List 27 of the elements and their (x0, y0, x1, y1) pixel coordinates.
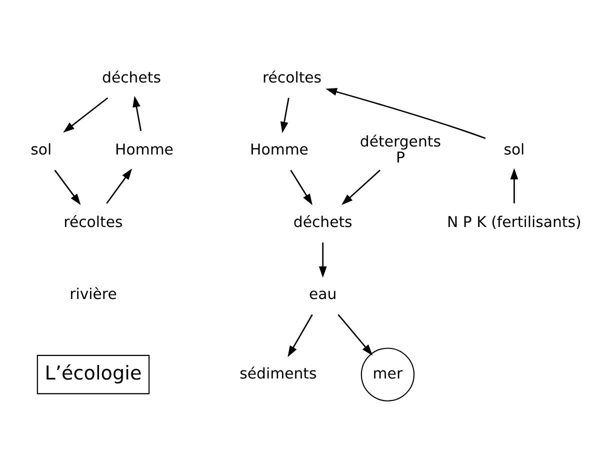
node-box: L’écologie (36, 354, 150, 394)
label: rivière (70, 284, 117, 303)
node-text: récoltes (262, 68, 322, 86)
node-text: sédiments (240, 364, 317, 382)
node-text: N P K (fertilisants) (447, 212, 582, 230)
node-text: récoltes (64, 212, 123, 230)
node-text: sol (504, 140, 525, 158)
node-text: Homme (250, 140, 308, 158)
arrow (342, 169, 381, 204)
arrow (54, 169, 81, 205)
arrow (290, 169, 312, 205)
node-text: déchets (293, 212, 352, 230)
node-text: détergents P (360, 132, 441, 166)
node-text: eau (309, 284, 337, 303)
arrow (132, 95, 142, 131)
arrow (510, 168, 518, 203)
arrow (63, 96, 108, 132)
arrow (326, 88, 486, 139)
arrow (338, 314, 373, 356)
arrow (318, 242, 327, 278)
arrow (280, 97, 290, 133)
node-text: déchets (102, 68, 161, 86)
node-circle: mer (360, 347, 415, 401)
node-text: Homme (115, 140, 174, 158)
arrow (106, 168, 132, 204)
arrow (288, 314, 313, 357)
node-text: sol (30, 140, 52, 158)
